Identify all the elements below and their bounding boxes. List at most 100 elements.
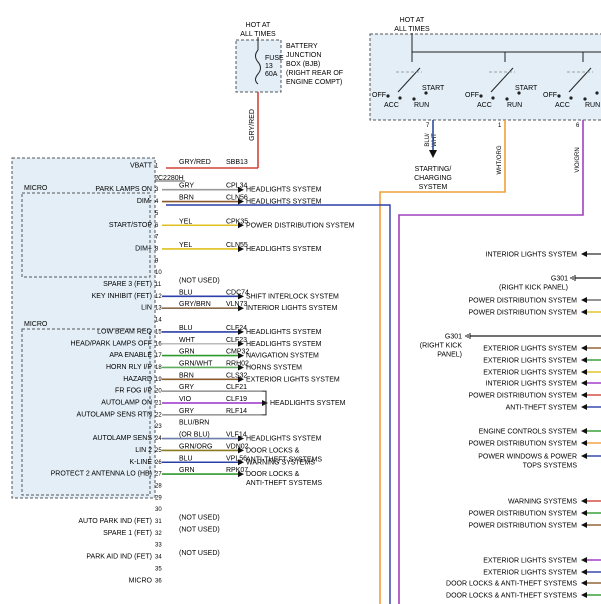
pin-wire-color: GRY bbox=[179, 183, 194, 190]
right-arrow bbox=[581, 453, 587, 459]
right-arrow bbox=[581, 251, 587, 257]
pin-arrow bbox=[238, 447, 244, 454]
pin-arrow bbox=[262, 400, 268, 406]
right-destination: WARNING SYSTEMS bbox=[508, 499, 577, 506]
pin-circuit-id: CLF19 bbox=[226, 396, 247, 403]
pin-number: 28 bbox=[155, 483, 162, 489]
pin-number: 1 bbox=[155, 164, 159, 170]
pin-circuit-id: RLF14 bbox=[226, 408, 247, 415]
pin-number: 3 bbox=[155, 187, 159, 193]
pin-function-label: PROTECT 2 ANTENNA LO (HB) bbox=[51, 471, 152, 478]
pin-wire-color: GRN bbox=[179, 467, 195, 474]
pin-function-label: LIN bbox=[141, 305, 152, 312]
pin-arrow bbox=[238, 376, 244, 383]
ign-wire-label: WHT bbox=[432, 133, 438, 147]
pin-wire-color: BRN bbox=[179, 195, 194, 202]
ign-hot-label-1: HOT AT bbox=[400, 17, 425, 24]
ign-wire-label: VIO/GRN bbox=[575, 147, 581, 172]
pin-arrow bbox=[238, 293, 244, 300]
pin-function-label: AUTO PARK IND (FET) bbox=[78, 518, 152, 525]
right-destination: EXTERIOR LIGHTS SYSTEM bbox=[483, 570, 577, 577]
pin-function-label: FR FOG I/P bbox=[115, 388, 152, 395]
right-destination: DOOR LOCKS & ANTI-THEFT SYSTEMS bbox=[446, 593, 577, 600]
pin-wire-color: (OR BLU) bbox=[179, 432, 210, 439]
pin-circuit-id: CLF23 bbox=[226, 337, 247, 344]
switch-contact bbox=[583, 97, 587, 101]
pin-wire-color: YEL bbox=[179, 218, 192, 225]
right-arrow bbox=[581, 297, 587, 303]
pin-number: 24 bbox=[155, 436, 162, 442]
ign-pin-number: 1 bbox=[498, 123, 502, 129]
ign-pin-number: 6 bbox=[576, 123, 580, 129]
switch-contact bbox=[595, 91, 599, 95]
pin-circuit-id: SBB13 bbox=[226, 159, 248, 166]
pin-number: 10 bbox=[155, 270, 162, 276]
switch-acc-label: ACC bbox=[384, 102, 399, 109]
pin-destination: HEADLIGHTS SYSTEM bbox=[246, 246, 322, 253]
pin-destination: DOOR LOCKS & bbox=[246, 447, 300, 454]
pin-function-label: MICRO bbox=[129, 577, 153, 584]
pin-number: 31 bbox=[155, 519, 162, 525]
fuse-label: FUSE bbox=[265, 55, 284, 62]
right-destination: PANEL) bbox=[437, 352, 462, 359]
right-arrow bbox=[581, 580, 587, 586]
right-arrow bbox=[581, 510, 587, 516]
right-arrow bbox=[581, 404, 587, 410]
micro-box-1 bbox=[21, 192, 151, 278]
pin-circuit-id: VLF14 bbox=[226, 432, 247, 439]
right-destination: EXTERIOR LIGHTS SYSTEM bbox=[483, 558, 577, 565]
pin-function-label: DIM- bbox=[137, 198, 153, 205]
right-destination: EXTERIOR LIGHTS SYSTEM bbox=[483, 358, 577, 365]
switch-off-label: OFF bbox=[543, 92, 557, 99]
switch-contact bbox=[386, 94, 390, 98]
switch-off-label: OFF bbox=[372, 92, 386, 99]
ground-label: G301 bbox=[551, 276, 568, 283]
pin-circuit-id: VLN73 bbox=[226, 301, 248, 308]
pin-circuit-id: CDC74 bbox=[226, 289, 249, 296]
pin-wire-color: BRN bbox=[179, 372, 194, 379]
blue-trunk-wire bbox=[166, 204, 391, 604]
pin-function-label: HAZARD bbox=[123, 376, 152, 383]
starting-dest-line: SYSTEM bbox=[419, 184, 448, 191]
headlights-bracket bbox=[262, 390, 267, 416]
pin-number: 35 bbox=[155, 566, 162, 572]
pin-function-label: LOW BEAM REQ bbox=[97, 328, 152, 335]
pin-number: 32 bbox=[155, 531, 162, 537]
right-destination: (RIGHT KICK bbox=[420, 343, 463, 350]
switch-run-label: RUN bbox=[414, 102, 429, 109]
pin-circuit-id: CLN55 bbox=[226, 242, 248, 249]
pin-wire-color: GRN/WHT bbox=[179, 360, 213, 367]
fuse-symbol bbox=[255, 49, 261, 85]
micro-label-1: MICRO bbox=[24, 185, 48, 192]
pin-destination: EXTERIOR LIGHTS SYSTEM bbox=[246, 376, 340, 383]
starting-dest-line: STARTING/ bbox=[415, 166, 452, 173]
pin-number: 16 bbox=[155, 341, 162, 347]
pin-arrow bbox=[238, 222, 244, 229]
pin-function-label: PARK AID IND (FET) bbox=[86, 554, 152, 561]
pin-number: 27 bbox=[155, 472, 162, 478]
pin-circuit-id: CLF24 bbox=[226, 325, 247, 332]
pin-wire-color: BLU bbox=[179, 289, 193, 296]
module-body bbox=[11, 157, 156, 499]
pin-function-label: AUTOLAMP SENS bbox=[93, 435, 153, 442]
bjb-desc-line: BOX (BJB) bbox=[286, 61, 320, 68]
pin-wire-color: GRY/RED bbox=[179, 159, 211, 166]
pin-function-label: HEAD/PARK LAMPS OFF bbox=[70, 340, 152, 347]
pin-number: 15 bbox=[155, 329, 162, 335]
pin-number: 14 bbox=[155, 318, 162, 324]
bjb-hot-label-1: HOT AT bbox=[246, 22, 271, 29]
pin-function-label: PARK LAMPS ON bbox=[95, 186, 152, 193]
switch-contact bbox=[517, 91, 521, 95]
pin-destination: HEADLIGHTS SYSTEM bbox=[246, 199, 322, 206]
right-destination: INTERIOR LIGHTS SYSTEM bbox=[486, 381, 578, 388]
bjb-hot-label-2: ALL TIMES bbox=[240, 31, 276, 38]
pin-number: 12 bbox=[155, 294, 162, 300]
connector-label: C2280H bbox=[158, 175, 184, 182]
micro-box-2 bbox=[21, 328, 151, 496]
pin-number: 9 bbox=[155, 258, 159, 264]
right-arrow bbox=[581, 357, 587, 363]
pin-destination: NAVIGATION SYSTEM bbox=[246, 353, 319, 360]
pin-number: 21 bbox=[155, 401, 162, 407]
